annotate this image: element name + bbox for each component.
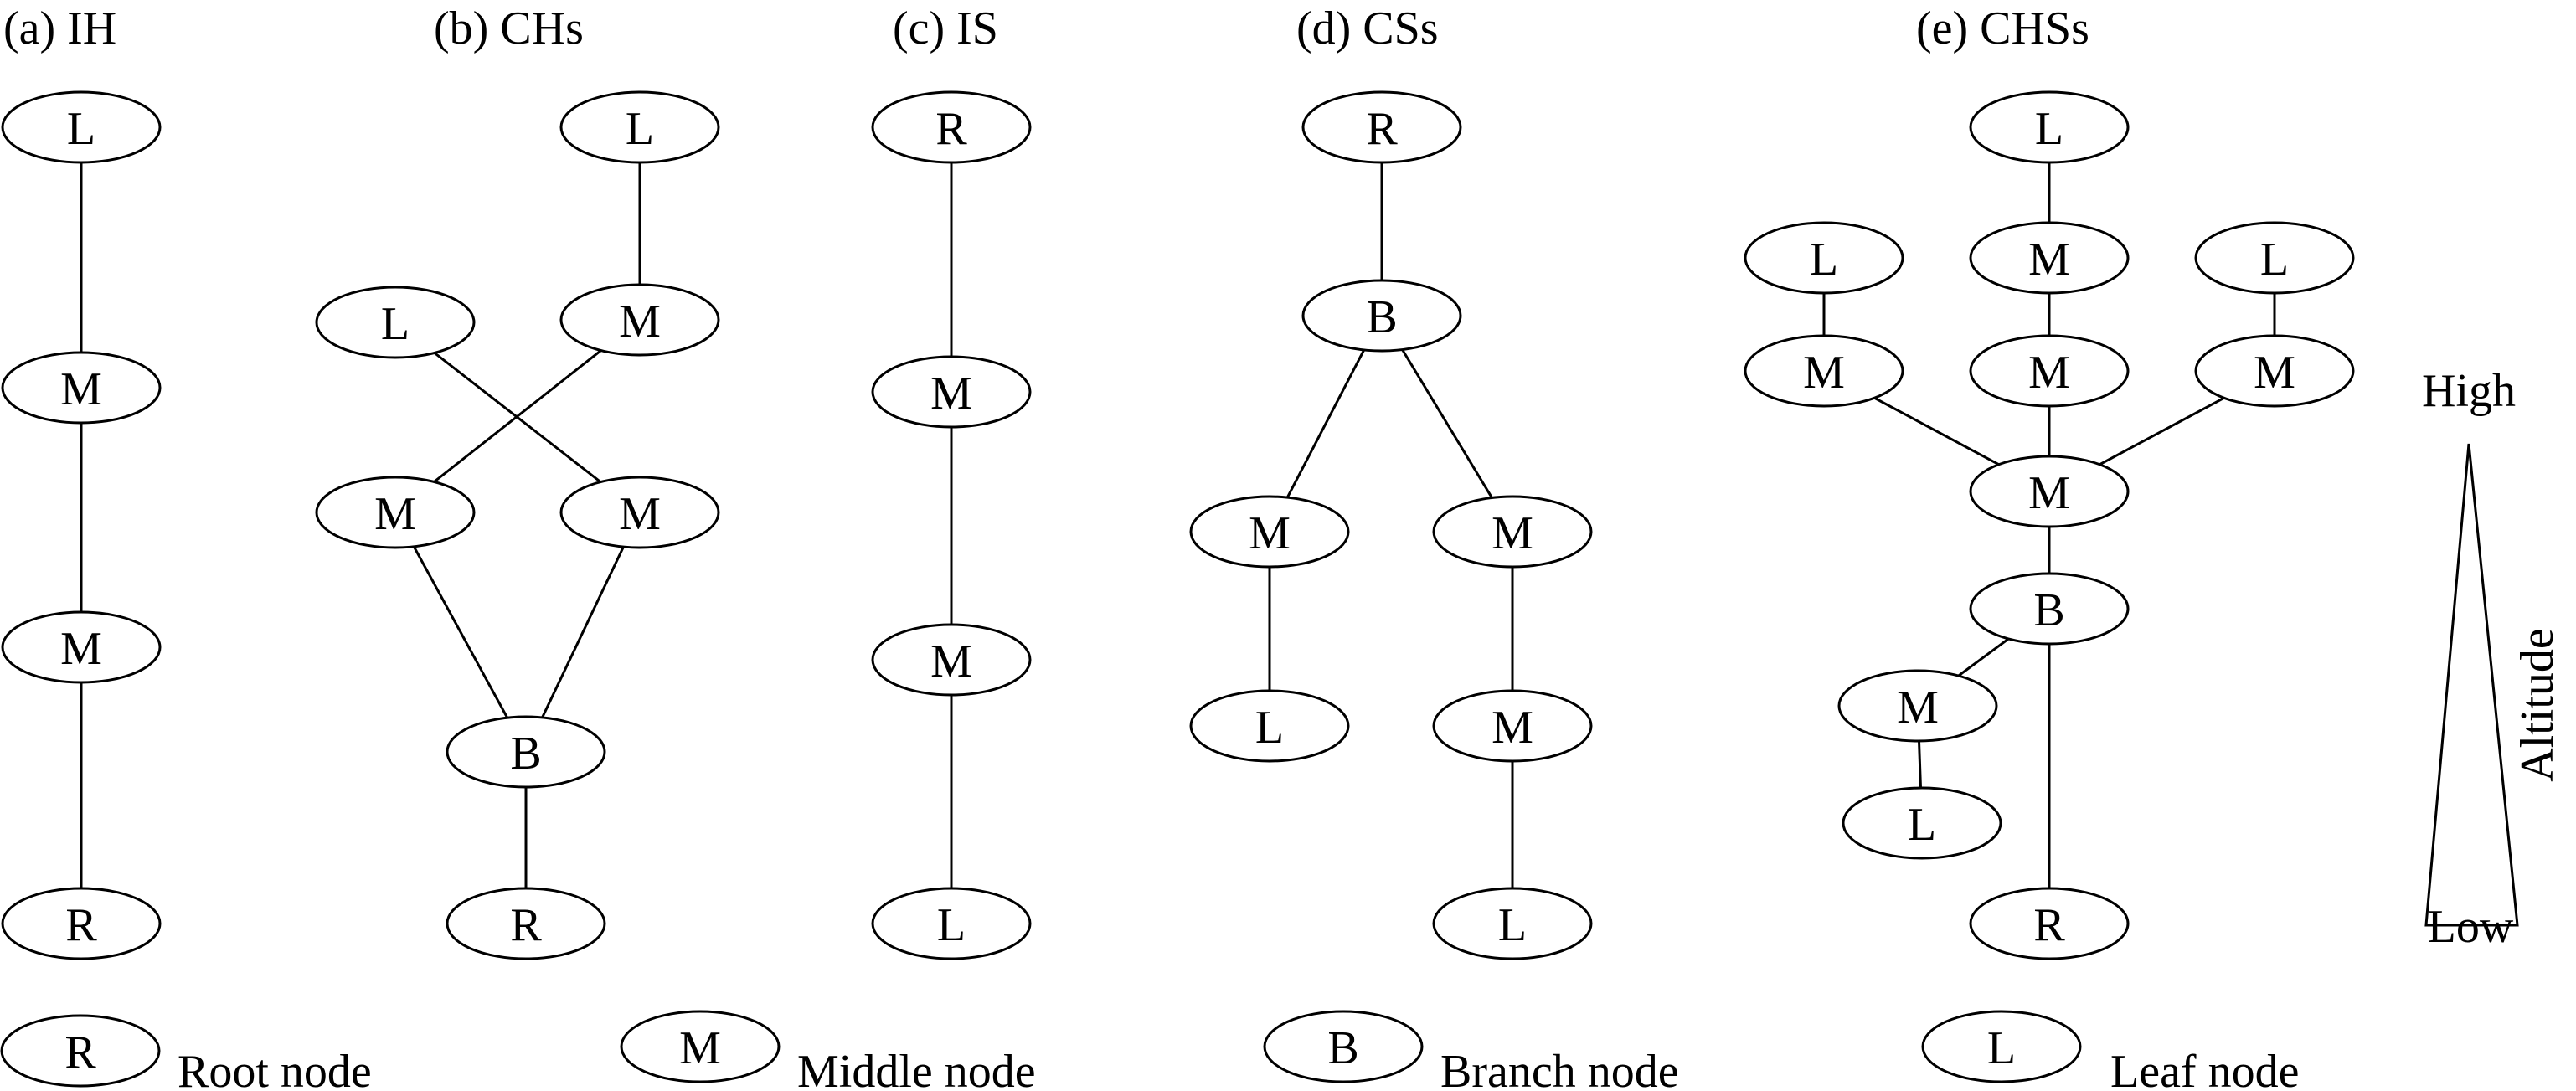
node-b3: M (559, 283, 720, 357)
node-e5: M (1744, 334, 1904, 408)
node-label-a4: R (65, 899, 97, 951)
node-e2: L (1744, 221, 1904, 295)
node-label-c2: M (930, 368, 972, 419)
node-label-e9: B (2033, 584, 2064, 636)
node-b7: R (446, 887, 606, 960)
node-a1: L (1, 90, 162, 164)
node-label-a3: M (60, 623, 102, 675)
edge-b5-b6 (524, 512, 641, 753)
node-a4: R (1, 887, 162, 960)
node-label-e12: R (2033, 899, 2065, 951)
legend-leaf-symbol: L (1921, 1010, 2082, 1083)
node-d7: L (1432, 887, 1593, 960)
legend-middle-symbol-label: M (679, 1022, 721, 1074)
node-label-e2: L (1810, 234, 1838, 286)
node-label-d4: M (1492, 507, 1533, 559)
panel-title-c: (c) IS (893, 3, 998, 54)
node-e11: L (1842, 786, 2002, 860)
node-e3: M (1969, 221, 2130, 295)
node-a3: M (1, 610, 162, 684)
node-label-d2: B (1366, 291, 1397, 343)
node-label-e7: M (2254, 347, 2295, 399)
legend-middle-text: Middle node (797, 1046, 1036, 1091)
node-label-c3: M (930, 636, 972, 687)
legend-root-text: Root node (178, 1046, 372, 1091)
node-label-b6: B (510, 728, 541, 780)
panel-title-b: (b) CHs (434, 3, 584, 54)
node-label-c1: R (935, 103, 967, 155)
node-e7: M (2194, 334, 2355, 408)
node-label-a1: L (67, 103, 95, 155)
node-label-b1: L (626, 103, 654, 155)
panel-titles: (a) IH (b) CHs (c) IS (d) CSs (e) CHSs (3, 3, 2089, 54)
node-a2: M (1, 351, 162, 425)
node-b6: B (446, 715, 606, 789)
legend-branch-text: Branch node (1440, 1046, 1679, 1091)
node-b4: M (315, 476, 476, 549)
legend-branch-symbol: B (1263, 1010, 1424, 1083)
node-label-e6: M (2028, 347, 2070, 399)
node-label-d7: L (1498, 899, 1527, 951)
altitude-axis-label: Altitude (2512, 628, 2563, 782)
node-label-d1: R (1366, 103, 1398, 155)
panel-title-d: (d) CSs (1296, 3, 1439, 54)
legend-middle-symbol: M (620, 1010, 781, 1083)
edge-b2-b5 (394, 321, 641, 514)
node-label-e4: L (2260, 234, 2289, 286)
node-e12: R (1969, 887, 2130, 960)
panel-title-a: (a) IH (3, 3, 116, 54)
node-label-e5: M (1803, 347, 1845, 399)
node-c2: M (871, 355, 1032, 429)
node-label-e10: M (1897, 682, 1939, 733)
altitude-high-label: High (2422, 365, 2516, 417)
node-label-e11: L (1908, 799, 1936, 851)
panel-title-e: (e) CHSs (1916, 3, 2089, 54)
node-label-b2: L (381, 298, 410, 350)
node-d5: L (1189, 689, 1350, 763)
legend-root-symbol-label: R (64, 1027, 96, 1078)
node-d1: R (1301, 90, 1462, 164)
altitude-triangle (2424, 443, 2519, 927)
edge-d2-d4 (1380, 315, 1514, 533)
node-c3: M (871, 623, 1032, 697)
legend: R Root node M Middle node B Branch node … (0, 1010, 2299, 1091)
node-label-e3: M (2028, 234, 2070, 286)
node-c4: L (871, 887, 1032, 960)
node-b1: L (559, 90, 720, 164)
node-d6: M (1432, 689, 1593, 763)
legend-branch-symbol-label: B (1327, 1022, 1358, 1074)
node-d2: B (1301, 279, 1462, 353)
node-b2: L (315, 286, 476, 359)
node-e9: B (1969, 572, 2130, 646)
node-label-c4: L (937, 899, 966, 951)
node-label-a2: M (60, 363, 102, 415)
node-label-b5: M (619, 488, 661, 540)
node-label-d5: L (1255, 702, 1284, 754)
edge-d2-d3 (1268, 315, 1383, 533)
node-b5: M (559, 476, 720, 549)
node-label-e8: M (2028, 467, 2070, 519)
nodes-layer: L M M R L L M M M B R R M M L R B M M L M L L L M L M M M M B M L R (1, 90, 2355, 960)
node-e8: M (1969, 455, 2130, 528)
node-label-d3: M (1249, 507, 1291, 559)
node-label-b4: M (374, 488, 416, 540)
legend-leaf-text: Leaf node (2110, 1046, 2299, 1091)
node-e4: L (2194, 221, 2355, 295)
node-d4: M (1432, 495, 1593, 569)
altitude-scale: High Low Altitude (2422, 365, 2563, 953)
node-label-b3: M (619, 296, 661, 347)
node-e1: L (1969, 90, 2130, 164)
node-label-d6: M (1492, 702, 1533, 754)
node-c1: R (871, 90, 1032, 164)
legend-root-symbol: R (0, 1014, 161, 1088)
altitude-low-label: Low (2428, 901, 2514, 953)
node-label-e1: L (2035, 103, 2063, 155)
node-e10: M (1837, 669, 1998, 743)
node-d3: M (1189, 495, 1350, 569)
node-e6: M (1969, 334, 2130, 408)
node-label-b7: R (510, 899, 542, 951)
edge-b4-b6 (394, 512, 528, 753)
legend-leaf-symbol-label: L (1987, 1022, 2016, 1074)
